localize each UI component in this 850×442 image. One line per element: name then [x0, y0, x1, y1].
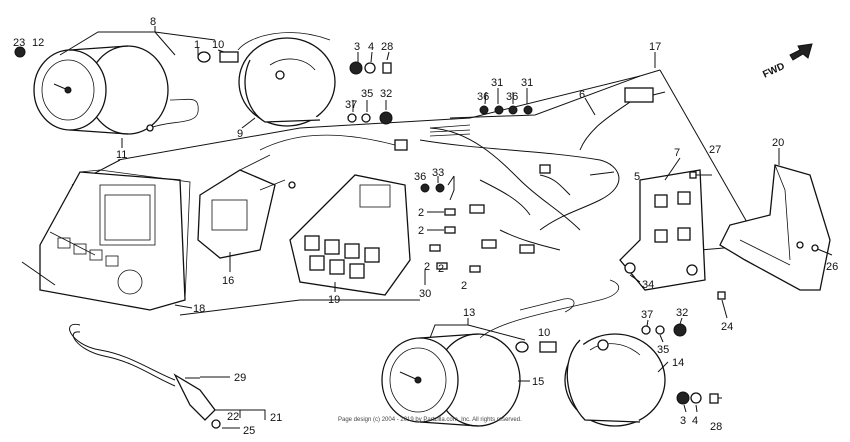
hardware-top [349, 61, 392, 75]
callout-6: 6 [579, 89, 585, 101]
callout-10-top: 10 [212, 39, 224, 51]
callout-7: 7 [674, 147, 680, 159]
callout-28-top: 28 [381, 41, 393, 53]
hardware-grommets [479, 105, 533, 115]
callout-29: 29 [234, 372, 246, 384]
panel-18 [39, 169, 191, 311]
callout-2-c: 2 [424, 261, 430, 273]
meter-case-14 [564, 333, 666, 427]
wire-harness-5 [259, 124, 620, 254]
hardware-mid [347, 111, 393, 125]
callout-15: 15 [532, 376, 544, 388]
callout-21: 21 [270, 412, 282, 424]
tachometer-assembly [33, 45, 199, 135]
callout-11: 11 [116, 149, 127, 161]
module-16 [197, 154, 296, 259]
callout-37-bottom: 37 [641, 309, 653, 321]
socket-10-bottom [515, 341, 557, 353]
fwd-label: FWD [761, 61, 786, 81]
callout-35-bottom: 35 [657, 344, 669, 356]
callout-18: 18 [193, 303, 205, 315]
callout-12: 12 [32, 37, 44, 49]
socket-10-top [197, 51, 239, 63]
callout-labels: 8 23 12 1 10 3 4 28 17 11 9 37 35 32 36 … [13, 16, 838, 437]
switch-panel-19 [289, 174, 411, 296]
meter-case-9 [237, 32, 336, 127]
callout-36-a: 36 [477, 91, 489, 103]
callout-37-top: 37 [345, 99, 357, 111]
callout-36-c: 36 [414, 171, 426, 183]
callout-9: 9 [237, 128, 243, 140]
screw-26 [811, 244, 833, 256]
cable-6 [579, 87, 666, 151]
nut-23 [14, 46, 26, 58]
callout-2-d: 2 [438, 263, 444, 275]
callout-17: 17 [649, 41, 661, 53]
callout-26: 26 [826, 261, 838, 273]
callout-33: 33 [432, 167, 444, 179]
grommets-36-33 [420, 183, 445, 193]
callout-30: 30 [419, 288, 431, 300]
callout-27: 27 [709, 144, 721, 156]
callout-4-top: 4 [368, 41, 374, 53]
callout-31-b: 31 [521, 77, 533, 89]
leader-lines [59, 26, 780, 429]
callout-28-bottom: 28 [710, 421, 722, 433]
callout-35-top: 35 [361, 88, 373, 100]
callout-22: 22 [227, 411, 239, 423]
bulbs-2 [429, 208, 481, 273]
cover-20 [719, 164, 831, 291]
callout-32-bottom: 32 [676, 307, 688, 319]
callout-24: 24 [721, 321, 733, 333]
speedometer-assembly [381, 279, 620, 427]
callout-2-e: 2 [461, 280, 467, 292]
callout-1: 1 [194, 39, 200, 51]
callout-25: 25 [243, 425, 255, 437]
bracket-7 [619, 169, 706, 291]
callout-5: 5 [634, 171, 640, 183]
copyright-text: Page design (c) 2004 - 2019 by Partzilla… [338, 417, 522, 423]
speedometer-cable [21, 261, 221, 429]
screw-27 [689, 171, 712, 179]
callout-4-bottom: 4 [692, 415, 698, 427]
callout-2-b: 2 [418, 225, 424, 237]
callout-31-a: 31 [491, 77, 503, 89]
callout-3-top: 3 [354, 41, 360, 53]
callout-20: 20 [772, 137, 784, 149]
callout-10-bottom: 10 [538, 327, 550, 339]
callout-3-bottom: 3 [680, 415, 686, 427]
callout-34: 34 [642, 279, 654, 291]
callout-2-a: 2 [418, 207, 424, 219]
callout-19: 19 [328, 294, 340, 306]
callout-13: 13 [463, 307, 475, 319]
callout-36-b: 36 [506, 91, 518, 103]
callout-14: 14 [672, 357, 684, 369]
callout-16: 16 [222, 275, 234, 287]
group-boundary-lines [71, 69, 761, 316]
callout-32-top: 32 [380, 88, 392, 100]
callout-8: 8 [150, 16, 156, 28]
callout-23: 23 [13, 37, 25, 49]
forward-arrow-icon [789, 43, 813, 61]
